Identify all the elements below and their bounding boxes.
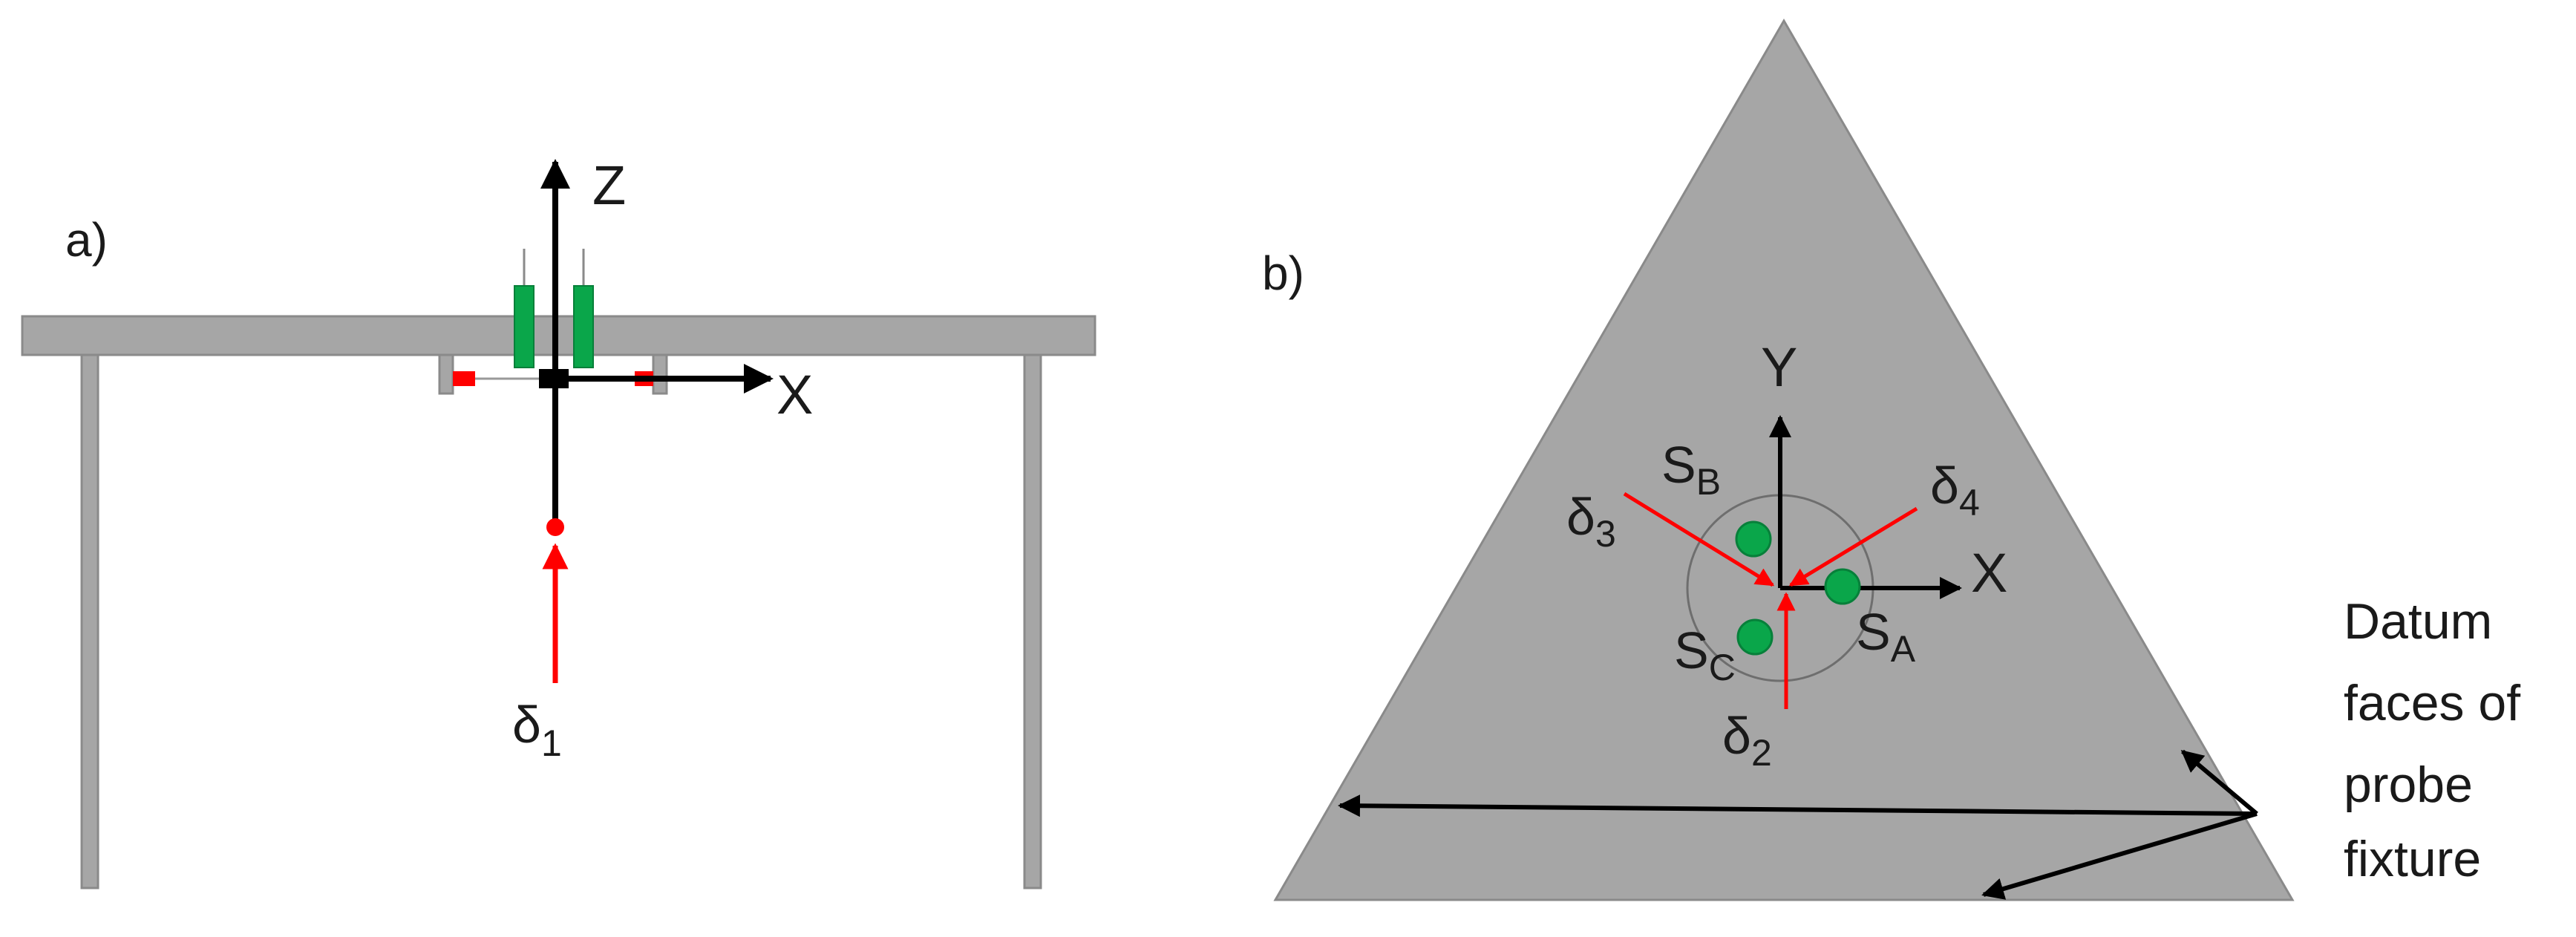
sensor-c xyxy=(1736,618,1774,656)
contact-point xyxy=(546,518,564,536)
delta3-label: δ3 xyxy=(1566,488,1616,555)
panel-b: b) Y X SB SA SC δ3 δ4 δ2 Datum faces of xyxy=(1262,19,2520,901)
panel-b-label: b) xyxy=(1262,247,1304,300)
panel-a-label: a) xyxy=(65,213,108,267)
delta1-label: δ1 xyxy=(512,696,562,764)
table-leg-left xyxy=(80,353,99,889)
sensor-green-left xyxy=(514,285,535,368)
datum-arrow-base xyxy=(1338,794,2258,817)
panel-a: a) Z X δ1 xyxy=(21,154,1096,889)
sensor-b-label: SB xyxy=(1661,436,1721,503)
sensor-tip-left xyxy=(453,371,475,386)
table-leg-right xyxy=(1023,353,1042,889)
sensor-green-right xyxy=(573,285,594,368)
x-axis-label: X xyxy=(777,364,813,425)
sensor-a-label: SA xyxy=(1856,603,1916,670)
delta4-arrow xyxy=(1788,506,1918,587)
bracket-left xyxy=(438,353,454,395)
delta3-arrow xyxy=(1623,492,1775,587)
datum-arrow-bottom xyxy=(1981,812,2258,900)
y-axis-label: Y xyxy=(1761,336,1797,398)
fixture-plate xyxy=(21,315,1096,356)
delta4-label: δ4 xyxy=(1930,457,1980,523)
sensor-c-label: SC xyxy=(1674,621,1736,688)
x-axis-label-b: X xyxy=(1971,542,2007,604)
datum-arrow-side xyxy=(2180,749,2258,816)
z-axis-label: Z xyxy=(592,154,626,216)
datum-note-line-4: fixture xyxy=(2344,831,2481,887)
datum-note-line-3: probe xyxy=(2344,757,2473,813)
sensor-a xyxy=(1824,568,1861,605)
datum-note-line-1: Datum xyxy=(2344,593,2492,650)
delta2-label: δ2 xyxy=(1722,707,1772,774)
triangle-fixture xyxy=(1273,19,2295,901)
sensor-b xyxy=(1735,520,1772,558)
bracket-right xyxy=(652,353,668,395)
datum-note-line-2: faces of xyxy=(2344,675,2520,731)
